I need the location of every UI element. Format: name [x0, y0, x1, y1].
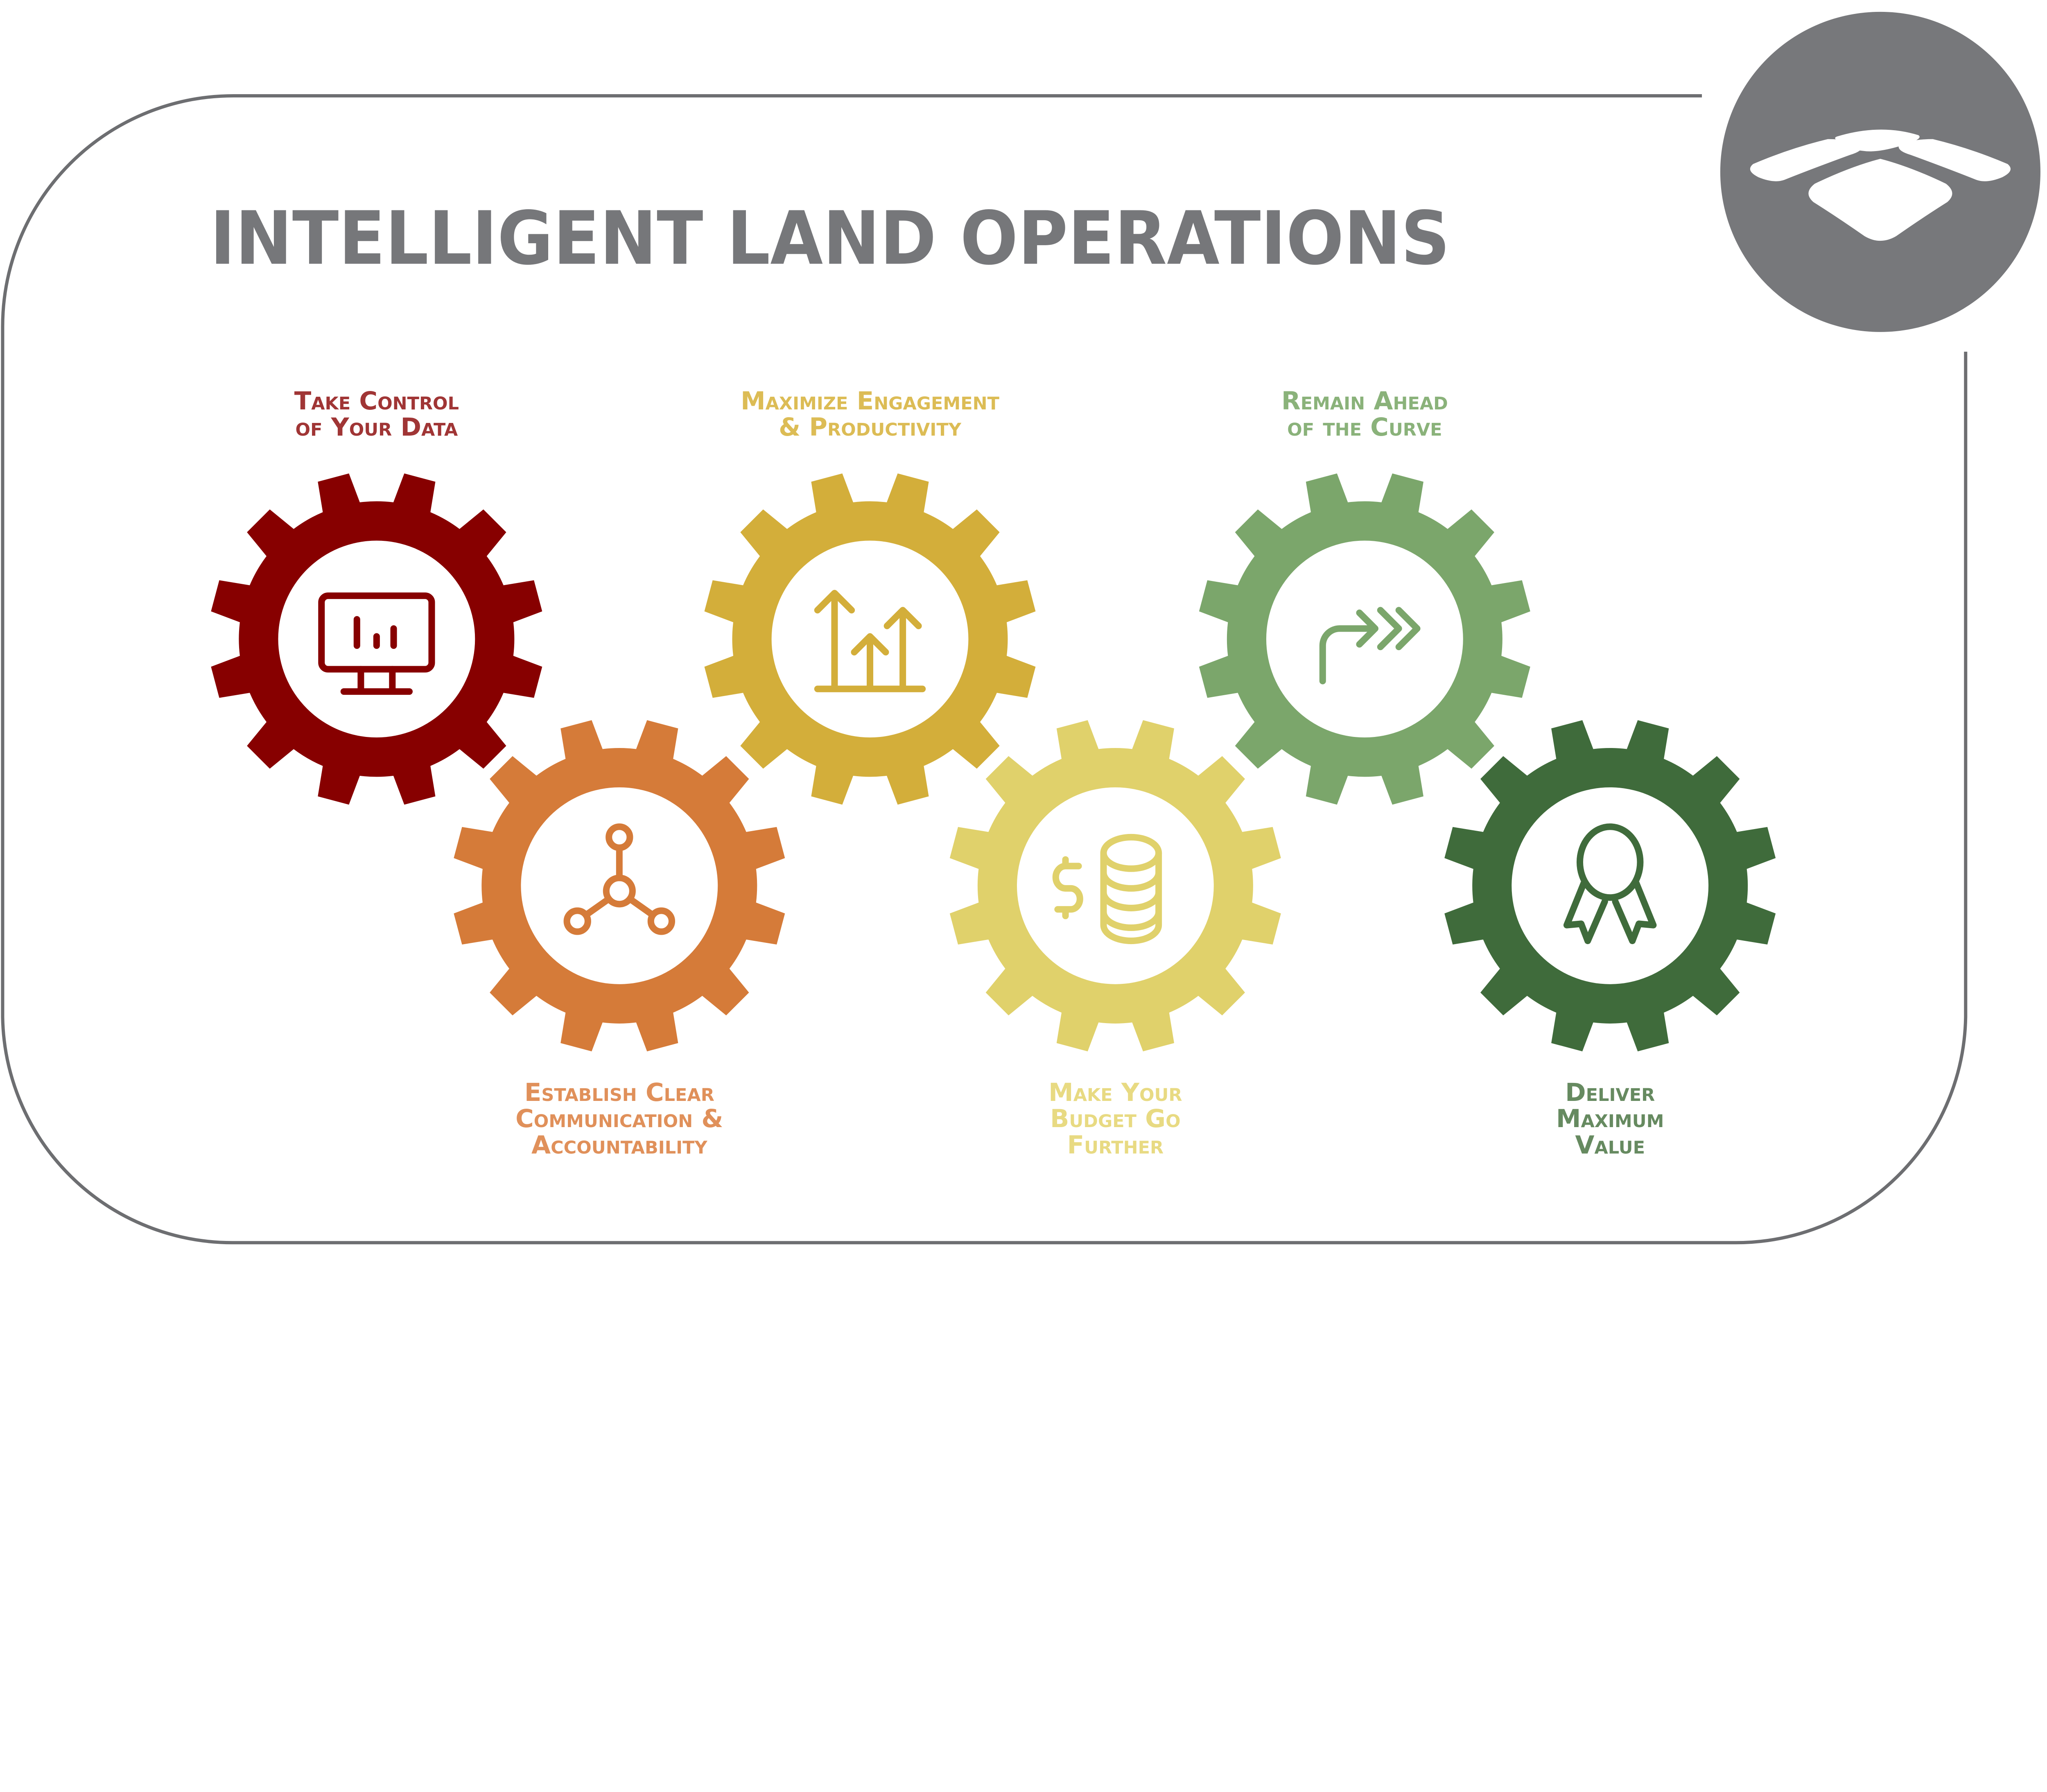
gear-label-line: Maximize Engagement	[741, 386, 1000, 416]
gear-label-line: Value	[1575, 1130, 1645, 1159]
growth-arrows-icon	[814, 590, 926, 692]
award-ribbon-icon	[1563, 823, 1657, 945]
gear-label-line: Deliver	[1565, 1078, 1655, 1107]
gear-label-line: Remain Ahead	[1281, 386, 1448, 416]
forward-arrow-icon	[1319, 607, 1421, 685]
frame-border	[1, 94, 1968, 1245]
monitor-chart-icon	[318, 592, 435, 695]
gear-label-line: Take Control	[294, 386, 459, 416]
page-title: INTELLIGENT LAND OPERATIONS	[210, 196, 1450, 281]
network-nodes-icon	[563, 823, 676, 935]
gear-shape	[949, 720, 1281, 1051]
gear-label-line: Establish Clear	[524, 1078, 714, 1107]
logo	[1720, 11, 2040, 332]
gear-shape	[1199, 473, 1530, 805]
gear-label-line: Make Your	[1048, 1078, 1182, 1107]
gear-label-line: Further	[1067, 1130, 1164, 1159]
diagram-canvas: INTELLIGENT LAND OPERATIONS Take Control…	[1, 11, 2040, 1245]
gear-label-line: Maximum	[1556, 1104, 1664, 1133]
four-diamond-tiles-logo-icon	[1750, 129, 2011, 241]
gear-shape	[211, 473, 542, 805]
gear-engagement: Maximize Engagement& Productivity	[704, 386, 1036, 805]
gear-label-line: Budget Go	[1050, 1104, 1181, 1133]
gear-label-line: Accountability	[531, 1130, 707, 1159]
dollar-coins-icon	[1052, 834, 1162, 945]
gear-label-line: of Your Data	[296, 413, 458, 442]
gear-shape	[454, 720, 785, 1051]
gear-label-line: of the Curve	[1287, 413, 1442, 442]
gear-label-line: Communication &	[515, 1104, 723, 1133]
gear-label-line: & Productivity	[779, 413, 962, 442]
gear-shape	[704, 473, 1036, 805]
gear-shape	[1444, 720, 1776, 1051]
